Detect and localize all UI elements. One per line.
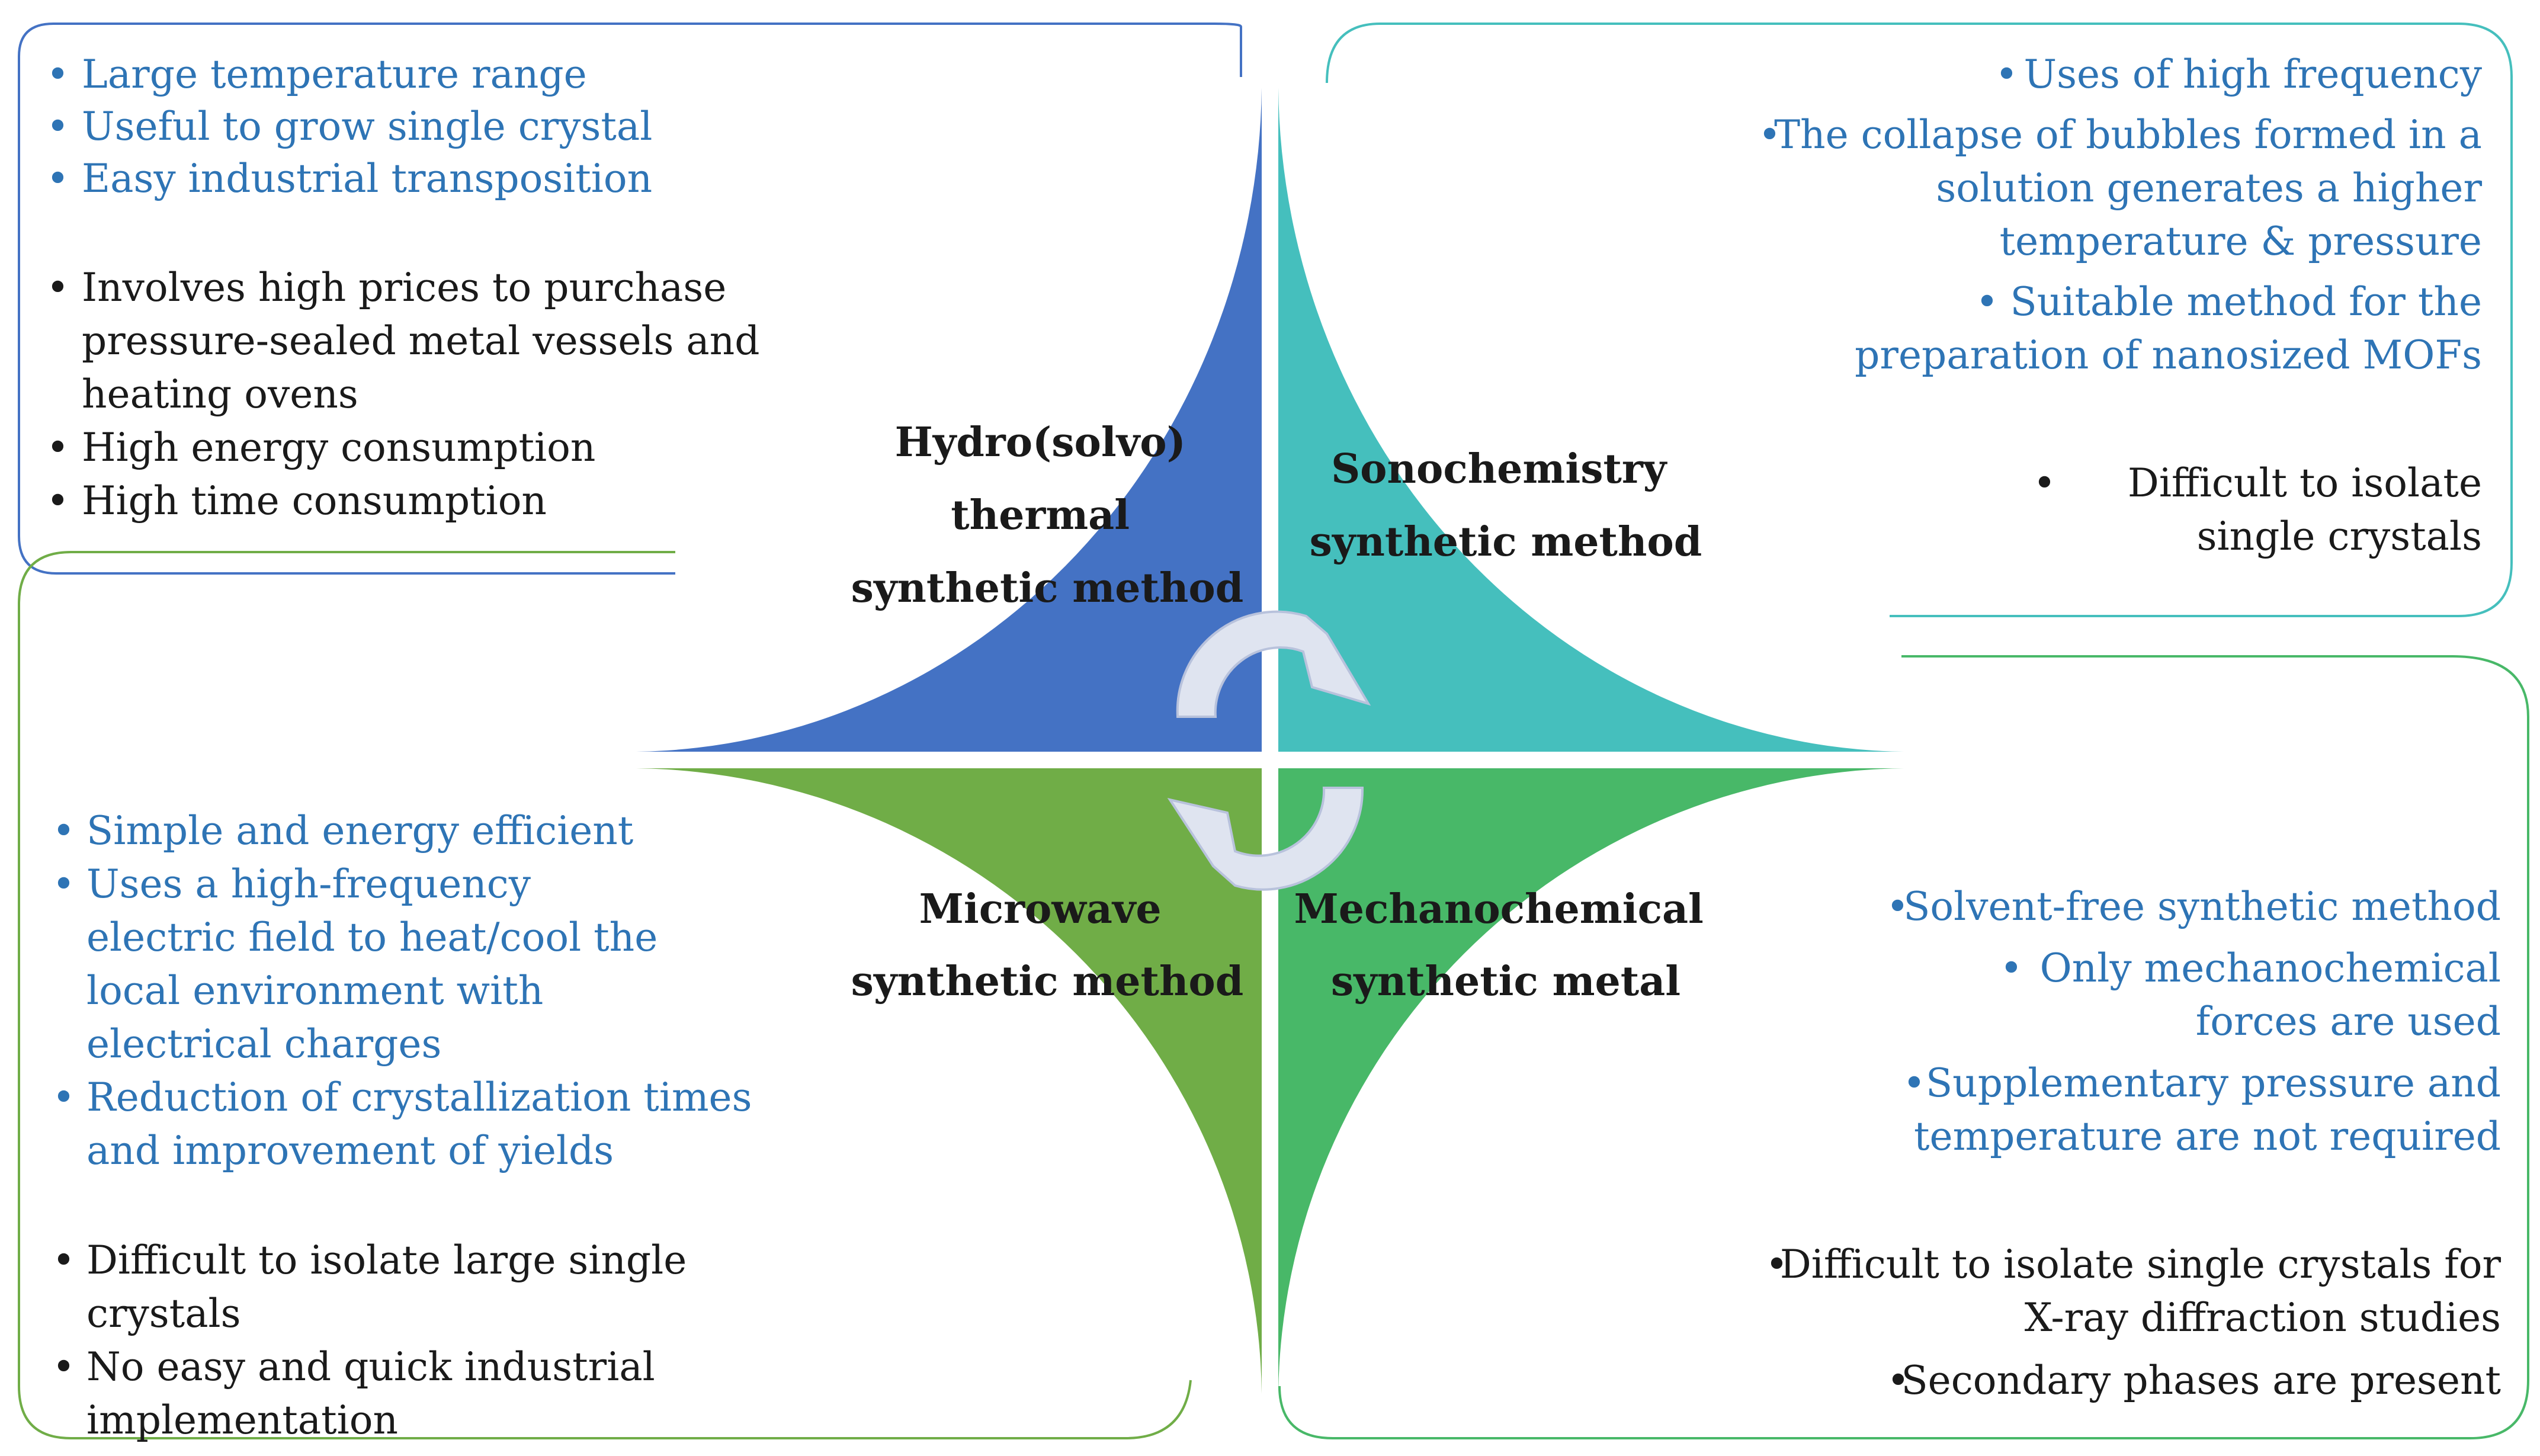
bullet-text-line: crystals (86, 1291, 241, 1336)
hydro-method-title: Hydro(solvo) thermal synthetic method (851, 419, 1244, 612)
mechano-advantages-list: •Solvent-free synthetic method•Only mech… (1886, 884, 2501, 1159)
bullet-text-line: Involves high prices to purchase (82, 265, 726, 310)
bullet-dot-icon: • (1975, 279, 1999, 325)
cycle-arrow-top-icon (1176, 610, 1371, 718)
bullet-text-line: implementation (86, 1397, 398, 1443)
bullet-text-line: Secondary phases are present (1901, 1358, 2501, 1403)
bullet-dot-icon: • (52, 861, 75, 907)
bullet-dot-icon: • (46, 156, 69, 201)
quadrant-pie (636, 88, 1904, 1394)
hydro-title-line: synthetic method (851, 565, 1244, 612)
mechano-info-box (1278, 655, 2529, 1439)
hydro-title-line: Hydro(solvo) (895, 419, 1186, 466)
micro-info-box (18, 551, 1192, 1439)
micro-advantages-list: •Simple and energy efficient•Uses a high… (52, 808, 752, 1173)
bullet-text-line: single crystals (2197, 514, 2482, 559)
bullet-dot-icon: • (1995, 52, 2018, 97)
bullet-dot-icon: • (2033, 460, 2056, 506)
micro-disadvantages-list: •Difficult to isolate large singlecrysta… (52, 1237, 687, 1443)
micro-method-title: Microwave synthetic method (851, 886, 1244, 1005)
bullet-dot-icon: • (52, 808, 75, 854)
bullet-dot-icon: • (2000, 945, 2023, 991)
bullet-dot-icon: • (46, 478, 69, 524)
bullet-dot-icon: • (46, 425, 69, 470)
bullet-text-line: Supplementary pressure and (1926, 1060, 2501, 1106)
bullet-text-line: Simple and energy efficient (86, 808, 633, 854)
hydro-quadrant (636, 88, 1262, 752)
bullet-text-line: Easy industrial transposition (82, 156, 652, 201)
bullet-text-line: No easy and quick industrial (86, 1344, 655, 1390)
bullet-text-line: pressure-sealed metal vessels and (82, 318, 760, 364)
bullet-dot-icon: • (46, 104, 69, 149)
hydro-advantages-list: • Large temperature range • Useful to grow … (46, 52, 652, 201)
bullet-dot-icon: • (1887, 1358, 1910, 1403)
cycle-arrows (1167, 610, 1371, 891)
mechano-method-title: Mechanochemical synthetic metal (1294, 886, 1717, 1005)
sono-disadvantages-list: • Difficult to isolate single crystals (2033, 460, 2482, 559)
bullet-text-line: Difficult to isolate single crystals for (1780, 1242, 2501, 1287)
bullet-text-line: High energy consumption (82, 425, 595, 470)
hydro-title-line: thermal (951, 492, 1130, 539)
bullet-dot-icon: • (52, 1344, 75, 1390)
bullet-text-line: electrical charges (86, 1021, 441, 1067)
bullet-text-line: Reduction of crystallization times (86, 1075, 752, 1120)
sono-title-line: synthetic method (1310, 518, 1702, 566)
bullet-dot-icon: • (46, 265, 69, 310)
bullet-text-line: temperature are not required (1914, 1114, 2501, 1159)
bullet-text-line: solution generates a higher (1936, 165, 2482, 211)
bullet-text-line: temperature & pressure (2000, 219, 2482, 264)
bullet-text-line: and improvement of yields (86, 1128, 614, 1173)
bullet-dot-icon: • (1758, 112, 1781, 158)
bullet-text-line: preparation of nanosized MOFs (1855, 332, 2482, 378)
bullet-dot-icon: • (1765, 1242, 1788, 1287)
micro-quadrant (636, 768, 1262, 1394)
bullet-text-line: Large temperature range (82, 52, 587, 97)
bullet-text-line: Uses of high frequency (2023, 52, 2482, 97)
sono-advantages-list: •Uses of high frequency•The collapse of … (1758, 52, 2483, 378)
bullet-text-line: Uses a high-frequency (86, 861, 531, 907)
cycle-arrow-bottom-icon (1167, 787, 1364, 891)
bullet-text-line: local environment with (86, 968, 543, 1014)
bullet-dot-icon: • (52, 1075, 75, 1120)
bullet-text-line: electric field to heat/cool the (86, 915, 658, 960)
bullet-text-line: X-ray diffraction studies (2025, 1295, 2501, 1340)
bullet-dot-icon: • (1886, 884, 1909, 929)
sono-title-line: Sonochemistry (1331, 445, 1668, 493)
bullet-text-line: Only mechanochemical (2040, 945, 2501, 991)
sono-quadrant (1278, 88, 1904, 752)
bullet-text-line: The collapse of bubbles formed in a (1774, 112, 2482, 158)
bullet-dot-icon: • (52, 1237, 75, 1283)
mechano-title-line: synthetic metal (1331, 958, 1680, 1005)
mechano-quadrant (1278, 768, 1904, 1394)
bullet-text-line: Solvent-free synthetic method (1903, 884, 2501, 929)
bullet-text-line: heating ovens (82, 371, 358, 417)
bullet-text-line: Useful to grow single crystal (82, 104, 652, 149)
bullet-text-line: Suitable method for the (2010, 279, 2482, 325)
bullet-text-line: forces are used (2196, 999, 2501, 1044)
bullet-dot-icon: • (46, 52, 69, 97)
mechano-title-line: Mechanochemical (1294, 886, 1703, 933)
bullet-text-line: Difficult to isolate large single (86, 1237, 687, 1283)
micro-title-line: Microwave (919, 886, 1162, 933)
mechano-disadvantages-list: •Difficult to isolate single crystals fo… (1765, 1242, 2501, 1403)
bullet-dot-icon: • (1903, 1060, 1926, 1106)
hydro-disadvantages-list: • Involves high prices to purchase pressur… (46, 265, 760, 524)
micro-title-line: synthetic method (851, 958, 1244, 1005)
sono-info-box (1326, 23, 2513, 617)
bullet-text-line: High time consumption (82, 478, 547, 524)
bullet-text-line: Difficult to isolate (2128, 460, 2482, 506)
sono-method-title: Sonochemistry synthetic method (1310, 445, 1702, 566)
